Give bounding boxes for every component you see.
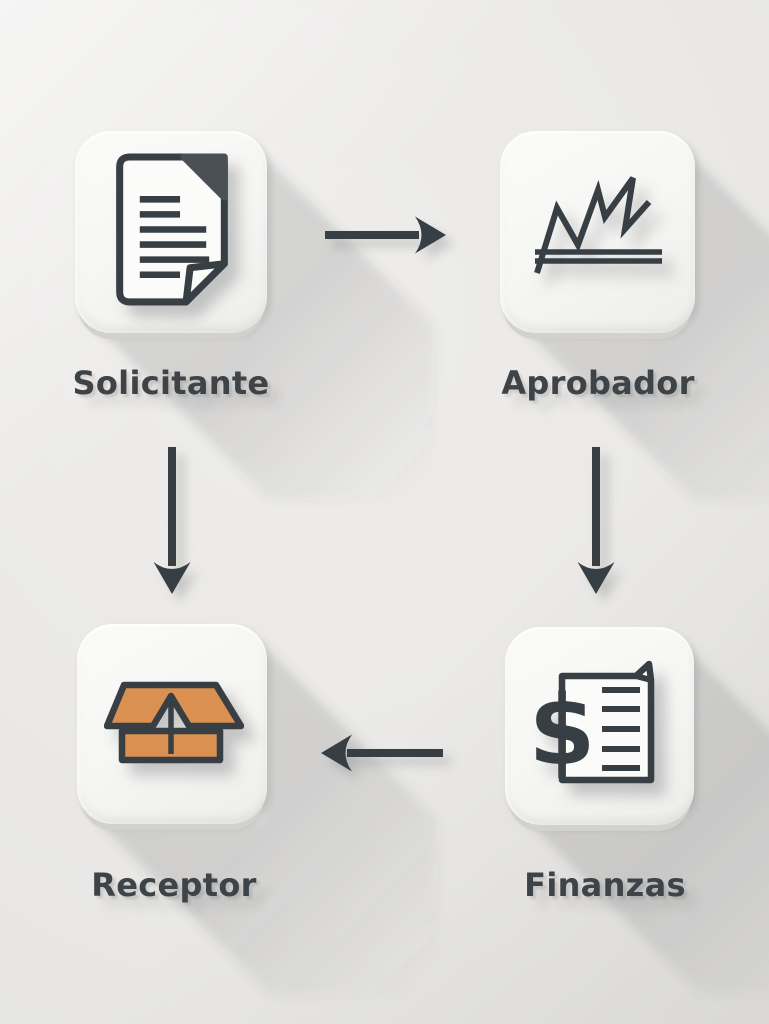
node-label-receptor: Receptor: [91, 866, 257, 904]
node-card-finanzas: $: [505, 627, 694, 825]
node-card-aprobador: [500, 131, 695, 333]
card-long-shadow: [97, 644, 437, 996]
node-card-receptor: [77, 624, 267, 824]
node-label-aprobador: Aprobador: [501, 364, 695, 402]
dollar-document-icon: $: [530, 660, 655, 787]
arrow-finanzas-to-receptor: [321, 734, 443, 772]
node-label-finanzas: Finanzas: [524, 866, 686, 904]
arrow-aprobador-to-finanzas: [577, 447, 615, 594]
node-card-solicitante: [75, 131, 267, 333]
line-chart-icon: [534, 176, 662, 274]
card-long-shadow: [95, 151, 434, 500]
document-icon: [116, 153, 228, 306]
arrow-solicitante-to-aprobador: [325, 216, 446, 254]
dollar-sign: $: [530, 675, 595, 787]
node-label-solicitante: Solicitante: [72, 364, 270, 402]
open-box-icon: [104, 681, 244, 764]
arrow-solicitante-to-receptor: [153, 447, 191, 594]
